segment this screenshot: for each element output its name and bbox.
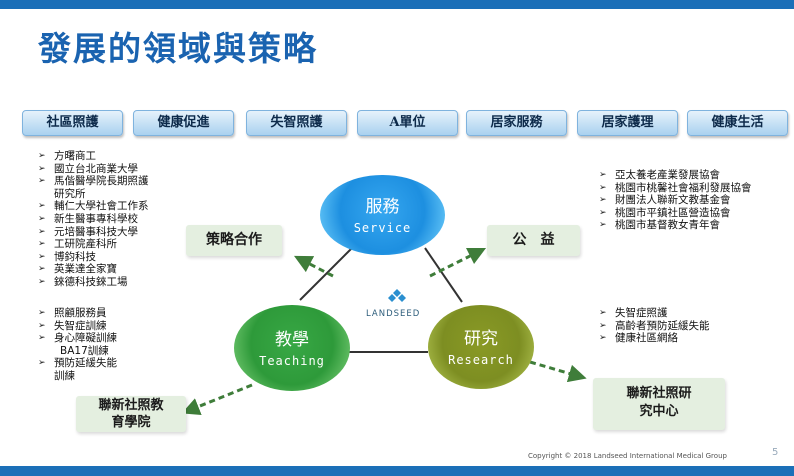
training-list: 照顧服務員 失智症訓練 身心障礙訓練 BA17訓練 預防延緩失能 訓練 bbox=[38, 307, 168, 383]
list-item: 桃園市基督教女青年會 bbox=[599, 219, 789, 232]
top-bar bbox=[0, 0, 794, 9]
arrow-to-research-center bbox=[529, 360, 587, 383]
edge-service-research bbox=[424, 247, 463, 303]
public-welfare-label: 公 益 bbox=[487, 225, 580, 256]
list-item: 亞太養老產業發展協會 bbox=[599, 169, 789, 182]
arrow-to-strategy bbox=[294, 255, 334, 278]
teaching-circle: 教學 Teaching bbox=[234, 305, 350, 391]
list-item: 新生醫事專科學校 bbox=[38, 213, 208, 226]
strategy-cooperation-label: 策略合作 bbox=[186, 225, 282, 256]
research-title: 研究 bbox=[464, 329, 498, 349]
tab-dementia-care[interactable]: 失智照護 bbox=[246, 110, 347, 136]
academy-label: 聯新社照教育學院 bbox=[76, 396, 186, 432]
category-tabs: 社區照護 健康促進 失智照護 A單位 居家服務 居家護理 健康生活 bbox=[22, 110, 790, 136]
list-item: 錸德科技錸工場 bbox=[38, 276, 208, 289]
arrow-to-academy bbox=[181, 383, 253, 415]
research-subtitle: Research bbox=[448, 353, 514, 367]
copyright-text: Copyright © 2018 Landseed International … bbox=[528, 452, 727, 460]
page-number: 5 bbox=[772, 447, 779, 458]
list-item: 桃園市平鎮社區營造協會 bbox=[599, 207, 789, 220]
teaching-subtitle: Teaching bbox=[259, 354, 325, 368]
page-title: 發展的領域與策略 bbox=[38, 29, 318, 68]
tab-health-promotion[interactable]: 健康促進 bbox=[133, 110, 234, 136]
list-item: 照顧服務員 bbox=[38, 307, 168, 320]
edge-service-teaching bbox=[299, 247, 353, 301]
research-circle: 研究 Research bbox=[428, 305, 534, 389]
list-item: 博鈞科技 bbox=[38, 251, 208, 264]
list-item: 高齡者預防延緩失能 bbox=[599, 320, 769, 333]
landseed-logo-icon bbox=[388, 289, 406, 302]
list-item: 元培醫事科技大學 bbox=[38, 226, 208, 239]
bottom-bar bbox=[0, 466, 794, 476]
tab-a-unit[interactable]: A單位 bbox=[357, 110, 458, 136]
logo-wordmark: LANDSEED bbox=[366, 309, 421, 319]
teaching-title: 教學 bbox=[275, 330, 309, 350]
list-item: 工研院產科所 bbox=[38, 238, 208, 251]
list-item: 失智症訓練 bbox=[38, 320, 168, 333]
research-center-label: 聯新社照研究中心 bbox=[593, 378, 725, 430]
list-item: 研究所 bbox=[54, 187, 86, 200]
service-circle: 服務 Service bbox=[320, 175, 445, 255]
list-item: 失智症照護 bbox=[599, 307, 769, 320]
list-item: 英業達全家寶 bbox=[38, 263, 208, 276]
tab-home-service[interactable]: 居家服務 bbox=[466, 110, 567, 136]
list-item: 桃園市桃馨社會福利發展協會 bbox=[599, 182, 789, 195]
list-item: 方曙商工 bbox=[38, 150, 208, 163]
partner-list-academic: 方曙商工 國立台北商業大學 馬偕醫學院長期照護 研究所 輔仁大學社會工作系 新生… bbox=[38, 150, 208, 289]
list-item: 訓練 bbox=[54, 369, 75, 382]
research-topic-list: 失智症照護 高齡者預防延緩失能 健康社區網絡 bbox=[599, 307, 769, 345]
list-item: 馬偕醫學院長期照護 bbox=[38, 175, 208, 188]
tab-healthy-living[interactable]: 健康生活 bbox=[687, 110, 788, 136]
service-subtitle: Service bbox=[353, 221, 412, 235]
list-item: BA17訓練 bbox=[60, 344, 109, 357]
tab-community-care[interactable]: 社區照護 bbox=[22, 110, 123, 136]
list-item: 財團法人聯新文教基金會 bbox=[599, 194, 789, 207]
tab-home-nursing[interactable]: 居家護理 bbox=[577, 110, 678, 136]
public-welfare-partner-list: 亞太養老產業發展協會 桃園市桃馨社會福利發展協會 財團法人聯新文教基金會 桃園市… bbox=[599, 169, 789, 232]
list-item: 身心障礙訓練 bbox=[38, 332, 168, 345]
arrow-to-public bbox=[429, 247, 487, 278]
list-item: 輔仁大學社會工作系 bbox=[38, 200, 208, 213]
list-item: 預防延緩失能 bbox=[38, 357, 168, 370]
list-item: 國立台北商業大學 bbox=[38, 163, 208, 176]
list-item: 健康社區網絡 bbox=[599, 332, 769, 345]
service-title: 服務 bbox=[365, 197, 400, 217]
